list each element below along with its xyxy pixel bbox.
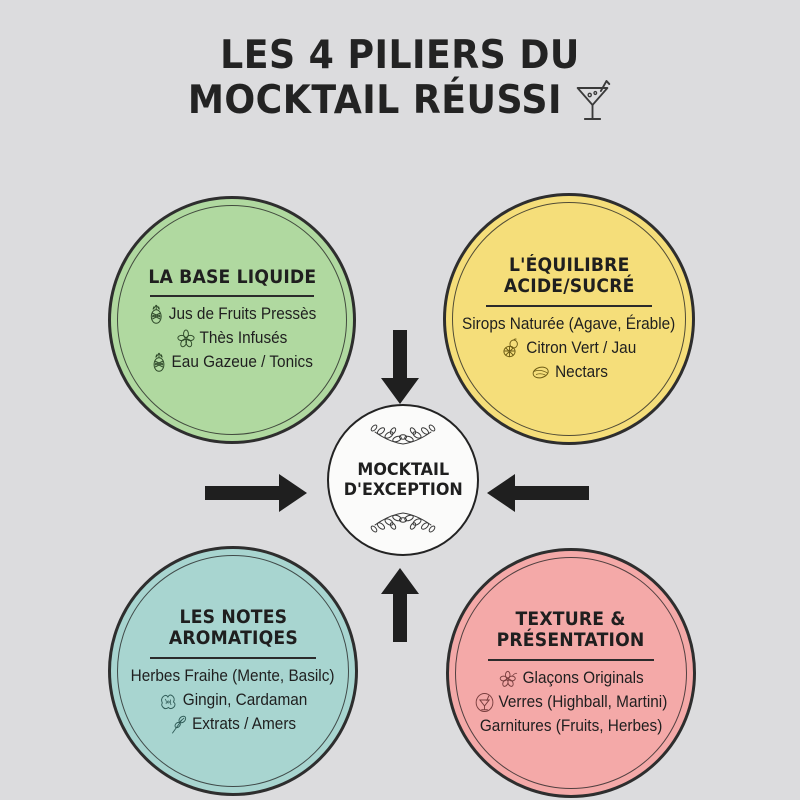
pineapple-icon	[151, 352, 167, 373]
mint-leaf-icon	[177, 329, 195, 348]
page-title: LES 4 PILIERS DU MOCKTAIL RÉUSSI	[0, 33, 800, 124]
list-item: Sirops Naturée (Agave, Érable)	[462, 314, 675, 335]
list-item-label: Verres (Highball, Martini)	[498, 693, 668, 712]
arrow-right-to-center	[485, 470, 589, 521]
list-item-label: Nectars	[554, 363, 608, 382]
pillar-heading: LES NOTES AROMATIQES	[168, 606, 298, 650]
pineapple-icon	[148, 304, 164, 325]
pillar-heading: LA BASE LIQUIDE	[147, 266, 317, 288]
pillar-item-list: Glaçons Originals Verres (Highball, Mart…	[465, 668, 677, 737]
ginger-root-icon	[159, 691, 179, 711]
list-item-label: Herbes Fraihe (Mente, Basilc)	[131, 666, 335, 685]
pillar-texture-presentation[interactable]: TEXTURE & PRÉSENTATION	[446, 548, 696, 798]
list-item: Eau Gazeue / Tonics	[151, 352, 313, 373]
list-item: Nectars	[530, 362, 608, 383]
laurel-sprig-icon	[349, 420, 457, 451]
title-line-1-text: LES 4 PILIERS DU	[220, 33, 580, 78]
list-item-label: Extrats / Amers	[192, 715, 297, 734]
list-item: Jus de Fruits Pressès	[148, 304, 316, 325]
heading-divider	[485, 304, 653, 307]
title-line-2: MOCKTAIL RÉUSSI	[28, 78, 772, 124]
list-item-label: Glaçons Originals	[522, 668, 645, 687]
heading-divider	[150, 656, 316, 659]
title-line-1: LES 4 PILIERS DU	[28, 33, 772, 78]
list-item: Extrats / Amers	[170, 714, 296, 735]
pillar-heading: TEXTURE & PRÉSENTATION	[497, 608, 645, 652]
arrow-bottom-to-center	[377, 566, 423, 647]
laurel-sprig-icon	[349, 511, 457, 542]
list-item: Citron Vert / Jau	[502, 338, 636, 359]
cocktail-glass-icon	[475, 692, 494, 713]
list-item-label: Sirops Naturée (Agave, Érable)	[462, 314, 676, 333]
pillar-heading: L'ÉQUILIBRE ACIDE/SUCRÉ	[503, 254, 635, 298]
list-item-label: Garnitures (Fruits, Herbes)	[479, 717, 663, 736]
heading-divider	[150, 295, 314, 298]
martini-glass-icon	[573, 78, 612, 124]
herb-sprig-icon	[170, 715, 188, 735]
list-item-label: Jus de Fruits Pressès	[168, 305, 316, 324]
list-item: Garnitures (Fruits, Herbes)	[480, 716, 662, 737]
title-line-2-text: MOCKTAIL RÉUSSI	[187, 78, 562, 124]
list-item: Verres (Highball, Martini)	[475, 692, 667, 713]
heading-divider	[488, 658, 654, 661]
arrow-top-to-center	[377, 330, 423, 411]
lemon-icon	[530, 365, 550, 380]
pillar-equilibre-acide-sucre[interactable]: L'ÉQUILIBRE ACIDE/SUCRÉ Sirops Naturée (…	[443, 193, 695, 445]
list-item-label: Thès Infusés	[199, 329, 288, 348]
list-item-label: Eau Gazeue / Tonics	[171, 353, 313, 372]
pillar-item-list: Jus de Fruits Pressès	[127, 304, 337, 373]
list-item: Glaçons Originals	[498, 668, 644, 689]
center-node-mocktail-exception[interactable]: MOCKTAIL D'EXCEPTION	[327, 404, 479, 556]
arrow-left-to-center	[205, 470, 309, 521]
center-node-label: MOCKTAIL D'EXCEPTION	[343, 459, 463, 500]
citrus-icon	[502, 338, 522, 359]
pillar-item-list: Herbes Fraihe (Mente, Basilc) Gingin, Ca…	[127, 666, 339, 735]
list-item: Gingin, Cardaman	[159, 690, 308, 711]
pillar-notes-aromatiques[interactable]: LES NOTES AROMATIQES Herbes Fraihe (Ment…	[108, 546, 358, 796]
list-item: Herbes Fraihe (Mente, Basilc)	[131, 666, 335, 687]
list-item: Thès Infusés	[177, 328, 287, 349]
pillar-base-liquide[interactable]: LA BASE LIQUIDE Jus de Fruits Pressès	[108, 196, 356, 444]
flower-icon	[498, 669, 518, 689]
list-item-label: Gingin, Cardaman	[182, 691, 308, 710]
pillar-item-list: Sirops Naturée (Agave, Érable) Citron Ve…	[462, 314, 676, 383]
list-item-label: Citron Vert / Jau	[526, 339, 637, 358]
